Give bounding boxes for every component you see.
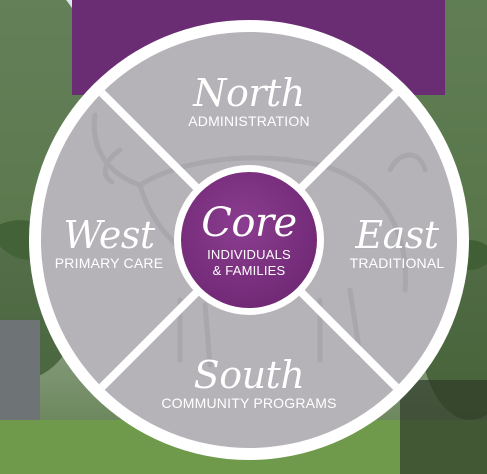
label-east: East TRADITIONAL [322,216,472,270]
label-core: Core INDIVIDUALS & FAMILIES [189,203,309,279]
segment-north[interactable] [101,31,397,241]
south-subtitle: COMMUNITY PROGRAMS [161,395,337,411]
south-title: South [193,353,305,397]
west-title: West [63,213,155,257]
west-subtitle: PRIMARY CARE [54,255,164,271]
label-west: West PRIMARY CARE [34,216,184,270]
bear-watermark [91,112,428,368]
label-north: North ADMINISTRATION [149,74,349,128]
core-circle[interactable] [181,172,317,308]
core-title: Core [201,200,297,246]
east-subtitle: TRADITIONAL [349,255,445,271]
core-subtitle-line1: INDIVIDUALS [207,247,291,262]
label-south: South COMMUNITY PROGRAMS [139,356,359,410]
segment-south[interactable] [101,240,397,449]
north-title: North [193,71,305,115]
segment-east[interactable] [249,92,458,388]
east-title: East [355,213,439,257]
core-subtitle-line2: & FAMILIES [212,263,286,278]
segment-west[interactable] [40,92,250,388]
north-subtitle: ADMINISTRATION [188,113,310,129]
